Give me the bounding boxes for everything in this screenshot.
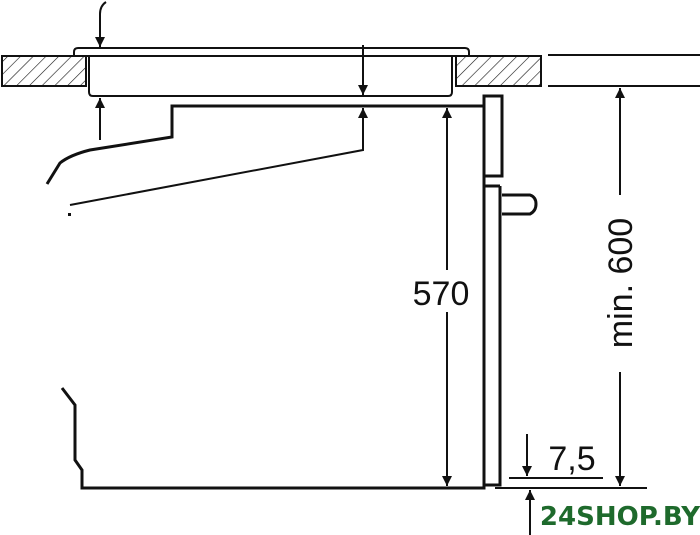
bottom-gap-dimension: 7,5 bbox=[495, 434, 647, 535]
oven-door-upper bbox=[482, 94, 504, 178]
worktop-right bbox=[455, 55, 542, 87]
oven-height-dimension: 570 bbox=[413, 108, 470, 486]
niche-height-dimension: min. 600 bbox=[602, 88, 640, 486]
worktop-left bbox=[1, 55, 87, 87]
oven-height-label: 570 bbox=[413, 275, 470, 313]
watermark: 24SHOP.BY bbox=[540, 502, 700, 532]
oven bbox=[45, 94, 538, 490]
oven-knob bbox=[502, 193, 538, 216]
niche-height-label: min. 600 bbox=[602, 218, 640, 348]
hob bbox=[73, 47, 470, 97]
bottom-gap-label: 7,5 bbox=[548, 440, 595, 478]
hob-clearance-arrows bbox=[69, 1, 368, 206]
